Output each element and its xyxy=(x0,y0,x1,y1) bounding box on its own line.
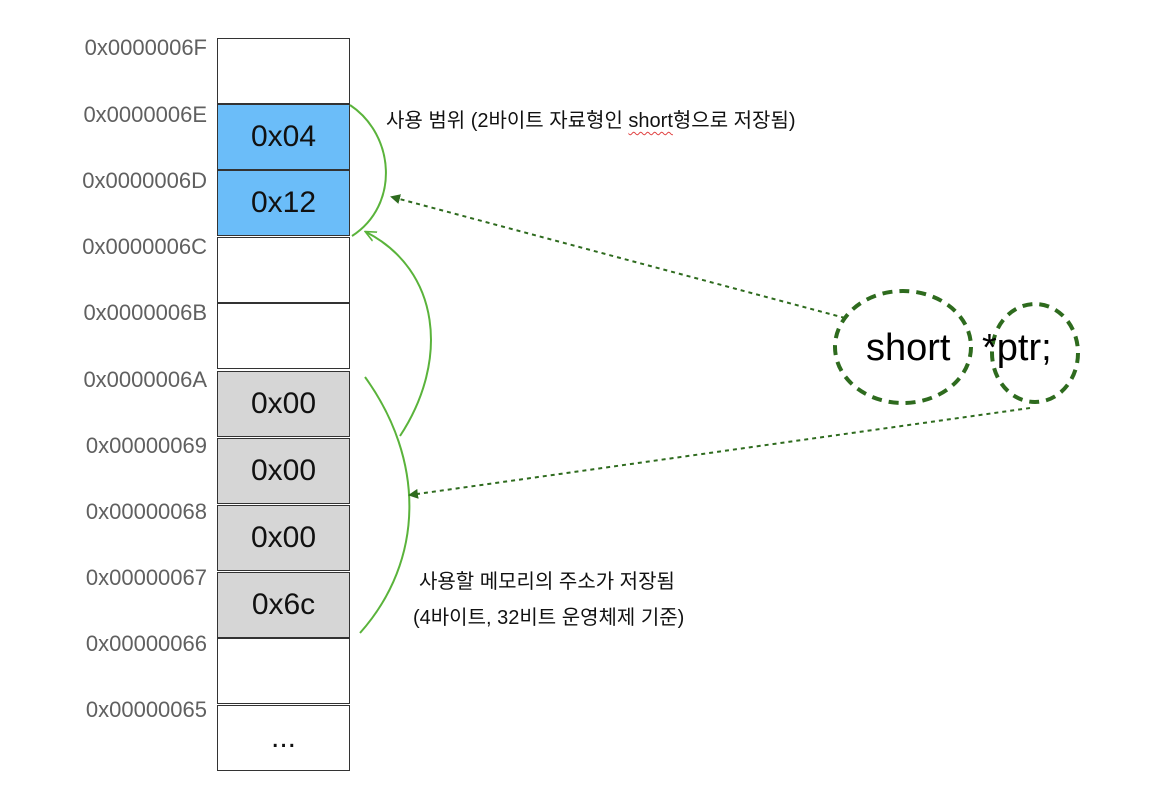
pointer-annotation-line1: 사용할 메모리의 주소가 저장됨 xyxy=(419,571,675,593)
address-label: 0x0000006F xyxy=(84,35,207,60)
address-label: 0x00000069 xyxy=(85,433,207,458)
memory-cell-short-byte: 0x04 xyxy=(217,104,350,170)
short-range-suffix: 형으로 저장됨) xyxy=(672,110,796,132)
short-range-annotation: 사용 범위 (2바이트 자료형인 short형으로 저장됨) xyxy=(386,104,796,133)
address-label: 0x0000006D xyxy=(82,168,207,193)
address-label: 0x0000006E xyxy=(83,102,207,127)
address-label: 0x00000068 xyxy=(85,499,207,524)
address-label: 0x00000067 xyxy=(85,565,207,590)
address-label: 0x0000006C xyxy=(82,234,207,259)
points-to-arrow xyxy=(366,232,432,437)
pointer-range-bracket xyxy=(359,376,411,634)
short-keyword-highlight xyxy=(833,289,973,405)
address-label: 0x00000066 xyxy=(85,631,207,656)
memory-cell-short-byte: 0x12 xyxy=(217,170,350,236)
memory-cell xyxy=(217,303,350,369)
pointer-link-dashed-arrow xyxy=(408,407,1031,499)
type-link-dashed-arrow xyxy=(390,194,846,319)
address-label: 0x0000006A xyxy=(83,367,207,392)
short-range-bracket xyxy=(349,104,387,237)
short-range-prefix: 사용 범위 (2바이트 자료형인 xyxy=(386,110,629,132)
memory-cell xyxy=(217,38,350,104)
memory-cell xyxy=(217,638,350,704)
memory-cell xyxy=(217,237,350,303)
pointer-annotation-line2: (4바이트, 32비트 운영체제 기준) xyxy=(413,607,685,629)
memory-cell-pointer-byte: 0x00 xyxy=(217,438,350,504)
declaration-name: *ptr; xyxy=(982,327,1052,369)
declaration-type: short xyxy=(866,327,951,369)
memory-cell-pointer-byte: 0x00 xyxy=(217,371,350,437)
address-label: 0x0000006B xyxy=(83,300,207,325)
ptr-name-highlight xyxy=(990,302,1080,404)
address-label: 0x00000065 xyxy=(85,697,207,722)
memory-cell-pointer-byte: 0x6c xyxy=(217,572,350,638)
short-range-keyword: short xyxy=(628,110,673,132)
memory-cell-pointer-byte: 0x00 xyxy=(217,505,350,571)
memory-column: 0x04 0x12 0x00 0x00 0x00 0x6c ... xyxy=(217,38,350,771)
memory-cell-ellipsis: ... xyxy=(217,705,350,771)
